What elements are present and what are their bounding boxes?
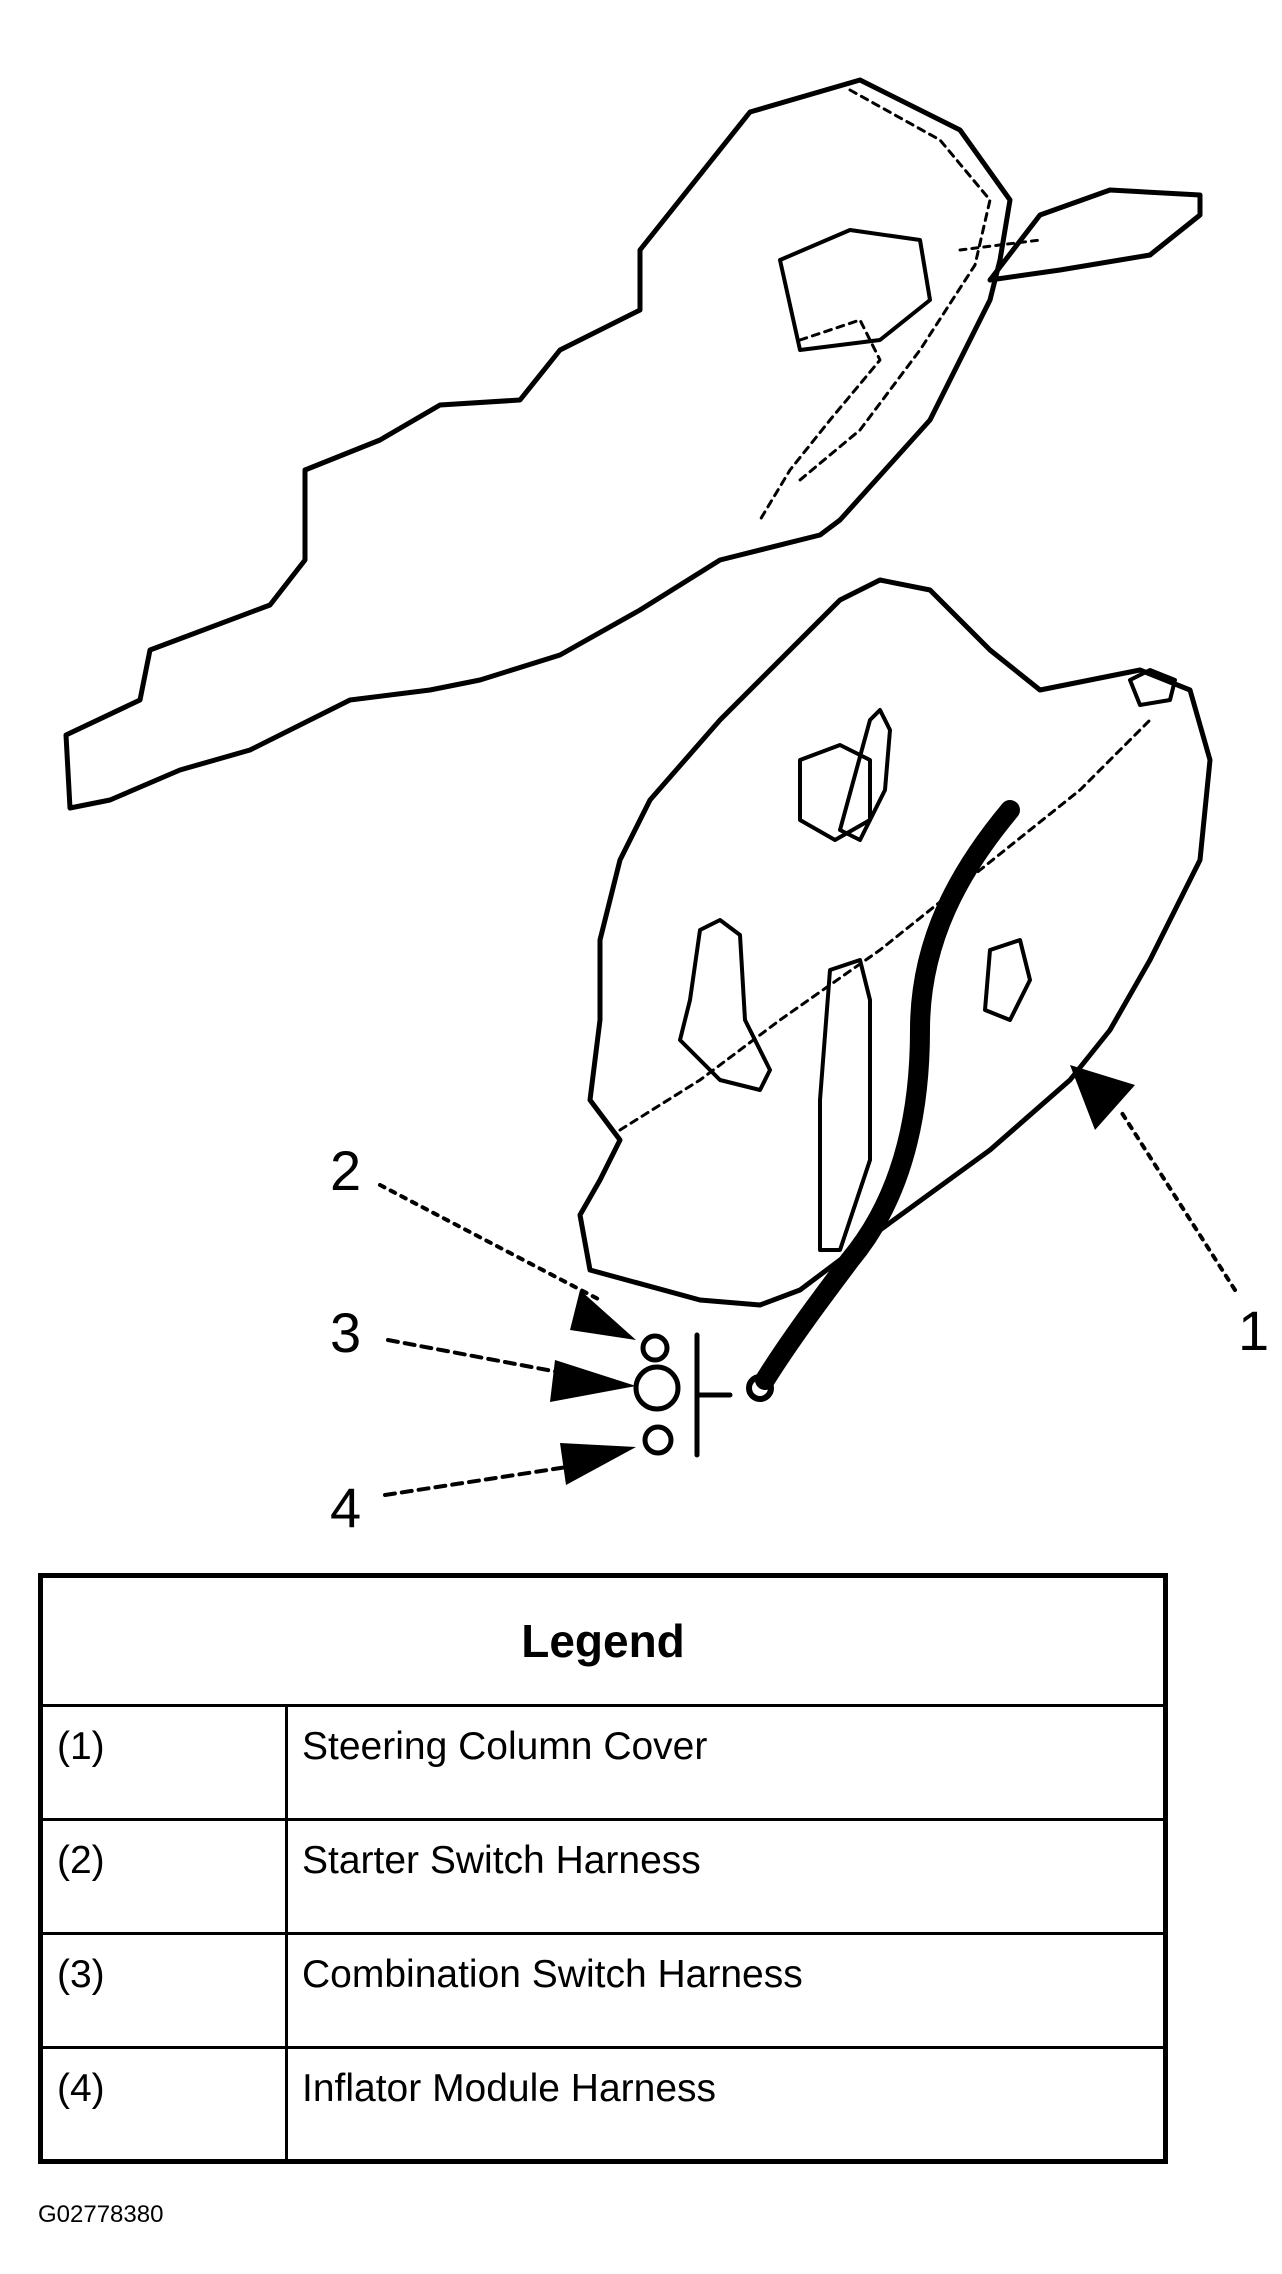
legend-label: Steering Column Cover <box>285 1704 1167 1821</box>
column-detail-2 <box>758 318 882 522</box>
connector-3 <box>633 1364 681 1412</box>
leader-line-1 <box>1118 1108 1237 1292</box>
cover-post-mid <box>818 958 872 1252</box>
wiring-harness <box>755 800 1020 1390</box>
legend-ref: (2) <box>39 1818 288 1935</box>
callout-2: 2 <box>330 1139 361 1202</box>
cover-clip <box>838 708 892 842</box>
arrowhead-1 <box>1070 1065 1135 1130</box>
connector-bracket <box>694 1332 733 1458</box>
connector-2 <box>640 1333 670 1363</box>
callout-4: 4 <box>330 1476 361 1539</box>
legend-title: Legend <box>39 1574 1167 1707</box>
legend-label: Starter Switch Harness <box>285 1818 1167 1935</box>
legend-row: (1) Steering Column Cover <box>39 1704 1167 1821</box>
column-upper-outline <box>63 77 1013 811</box>
legend-table: Legend (1) Steering Column Cover (2) Sta… <box>38 1573 1168 2164</box>
legend-row: (2) Starter Switch Harness <box>39 1818 1167 1935</box>
callout-1: 1 <box>1238 1299 1269 1362</box>
legend-row: (3) Combination Switch Harness <box>39 1932 1167 2049</box>
legend-ref: (4) <box>39 2046 288 2163</box>
key-outline <box>987 187 1203 283</box>
leader-line-4 <box>383 1463 582 1497</box>
steering-column-diagram: 1 2 3 4 <box>63 77 1269 1539</box>
cover-top-tab <box>1128 668 1177 707</box>
legend-label: Inflator Module Harness <box>285 2046 1167 2163</box>
arrowhead-2 <box>570 1290 636 1340</box>
harness-end <box>746 1374 774 1402</box>
cover-inner-edge <box>618 718 1152 1132</box>
legend-ref: (1) <box>39 1704 288 1821</box>
legend-header-row: Legend <box>39 1574 1167 1707</box>
key-shaft <box>958 238 1042 252</box>
leader-line-2 <box>378 1183 602 1302</box>
callout-3: 3 <box>330 1301 361 1364</box>
column-detail-1 <box>798 88 992 482</box>
arrowhead-3 <box>550 1360 636 1402</box>
cover-post-left <box>678 918 772 1092</box>
legend-row: (4) Inflator Module Harness <box>39 2046 1167 2163</box>
connector-4 <box>642 1424 674 1456</box>
cover-tab-right <box>983 938 1032 1022</box>
legend-ref: (3) <box>39 1932 288 2049</box>
cover-hole <box>798 743 872 842</box>
arrowhead-4 <box>560 1443 636 1485</box>
legend-label: Combination Switch Harness <box>285 1932 1167 2049</box>
figure-code: G02778380 <box>38 2201 164 2228</box>
lock-cylinder <box>778 228 932 352</box>
